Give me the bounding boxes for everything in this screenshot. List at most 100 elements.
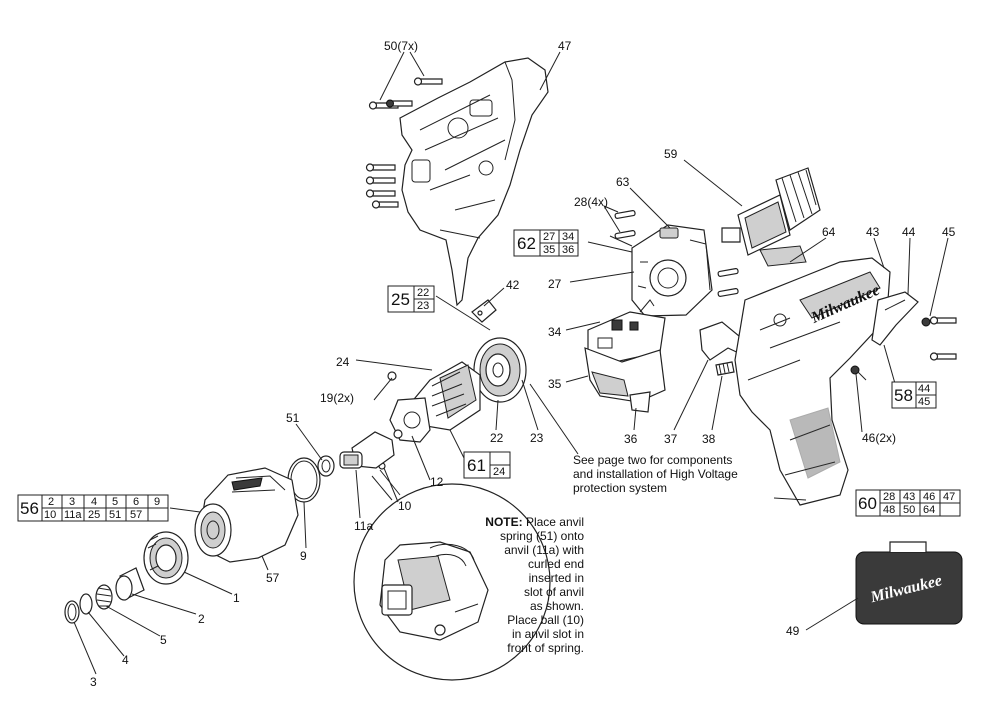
screw-46 [850, 365, 867, 381]
callout-3: 3 [90, 675, 97, 689]
callout-42: 42 [506, 278, 520, 292]
callout-44: 44 [902, 225, 916, 239]
group-box-61: 61 24 [463, 451, 511, 479]
callout-43: 43 [866, 225, 880, 239]
anvil-note-line-9: in anvil slot in [512, 627, 584, 641]
anvil-note-line-7: as shown. [530, 599, 584, 613]
group-61-num: 61 [467, 456, 486, 475]
group-62-r1c1: 27 [543, 231, 555, 243]
callout-9: 9 [300, 549, 307, 563]
bearing-22 [473, 337, 527, 403]
anvil-note-line-6: slot of anvil [524, 585, 584, 599]
carry-case-49: Milwaukee [855, 541, 963, 625]
group-60-num: 60 [858, 494, 877, 513]
anvil-11a [339, 431, 395, 469]
anvil-note-line-8: Place ball (10) [507, 613, 584, 627]
page-two-line-2: and installation of High Voltage [573, 467, 738, 481]
anvil-note: NOTE: Place anvil spring (51) onto anvil… [485, 515, 584, 655]
spring-38 [715, 361, 735, 376]
callout-59: 59 [664, 147, 678, 161]
group-62-r2c1: 35 [543, 244, 555, 256]
group-60-r2c1: 48 [883, 504, 895, 516]
main-housing-60: Milwaukee [734, 257, 891, 506]
group-25-num: 25 [391, 290, 410, 309]
callout-50: 50(7x) [384, 39, 418, 53]
callout-36: 36 [624, 432, 638, 446]
latch-43-44 [871, 291, 919, 346]
callout-labels: 50(7x) 47 59 63 28(4x) 27 42 34 35 36 37… [90, 39, 956, 689]
callout-23: 23 [530, 431, 544, 445]
group-62-num: 62 [517, 234, 536, 253]
page-two-line-3: protection system [573, 481, 667, 495]
anvil-note-line-1: Place anvil [523, 515, 584, 529]
spring-51 [317, 455, 335, 477]
anvil-note-line-2: spring (51) onto [500, 529, 584, 543]
anvil-note-line-3: anvil (11a) with [504, 543, 584, 557]
group-25-r2: 23 [417, 300, 429, 312]
bracket-42 [471, 299, 497, 323]
callout-49: 49 [786, 624, 800, 638]
callout-12: 12 [430, 475, 444, 489]
page-two-line-1: See page two for components [573, 453, 732, 467]
callout-22: 22 [490, 431, 504, 445]
group-60-r1c3: 46 [923, 491, 935, 503]
callout-10: 10 [398, 499, 412, 513]
group-56-r2c4: 51 [109, 509, 121, 521]
retaining-ring-3 [64, 600, 80, 624]
callout-46: 46(2x) [862, 431, 896, 445]
group-box-62: 62 27 34 35 36 [513, 229, 579, 257]
group-box-58: 58 44 45 [891, 381, 937, 409]
motor-59 [721, 167, 821, 256]
group-box-60: 60 28 43 46 47 48 50 64 [855, 489, 961, 517]
anvil-detail-inset [353, 469, 551, 681]
callout-28: 28(4x) [574, 195, 608, 209]
group-box-25: 25 22 23 [387, 285, 435, 313]
group-56-r2c3: 25 [88, 509, 100, 521]
callout-63: 63 [616, 175, 630, 189]
callout-34: 34 [548, 325, 562, 339]
callout-37: 37 [664, 432, 678, 446]
callout-38: 38 [702, 432, 716, 446]
callout-1: 1 [233, 591, 240, 605]
housing-half-47 [399, 57, 549, 307]
group-25-r1: 22 [417, 287, 429, 299]
screws-50 [365, 77, 443, 209]
spring-5 [95, 584, 113, 610]
anvil-note-line-10: front of spring. [507, 641, 584, 655]
callout-4: 4 [122, 653, 129, 667]
label-plate-64 [759, 245, 807, 267]
group-56-r1c1: 2 [48, 496, 54, 508]
callout-57: 57 [266, 571, 280, 585]
group-62-r2c2: 36 [562, 244, 574, 256]
callout-19: 19(2x) [320, 391, 354, 405]
callout-47: 47 [558, 39, 572, 53]
group-58-r1: 44 [918, 383, 930, 395]
group-58-r2: 45 [918, 396, 930, 408]
group-60-r2c2: 50 [903, 504, 915, 516]
callout-24: 24 [336, 355, 350, 369]
group-56-r1c2: 3 [69, 496, 75, 508]
group-56-r2c2: 11a [64, 509, 82, 521]
group-60-r1c4: 47 [943, 491, 955, 503]
group-58-num: 58 [894, 386, 913, 405]
washer-4 [79, 593, 93, 615]
pins-28 [614, 210, 739, 297]
group-56-r1c4: 5 [112, 496, 118, 508]
sleeve-1 [143, 531, 189, 585]
callout-64: 64 [822, 225, 836, 239]
group-61-r2: 24 [493, 466, 505, 478]
gear-case-57 [194, 467, 299, 563]
callout-27: 27 [548, 277, 562, 291]
motor-housing-63 [631, 224, 713, 317]
hammer-24 [389, 361, 481, 443]
group-60-r1c2: 43 [903, 491, 915, 503]
page-two-note: See page two for components and installa… [573, 453, 738, 495]
svg-text:NOTE: Place anvil: NOTE: Place anvil [485, 515, 584, 529]
group-60-r1c1: 28 [883, 491, 895, 503]
group-56-r1c6: 9 [154, 496, 160, 508]
leader-lines [73, 51, 949, 675]
callout-5: 5 [160, 633, 167, 647]
group-56-r1c3: 4 [91, 496, 97, 508]
collar-2 [115, 567, 145, 601]
